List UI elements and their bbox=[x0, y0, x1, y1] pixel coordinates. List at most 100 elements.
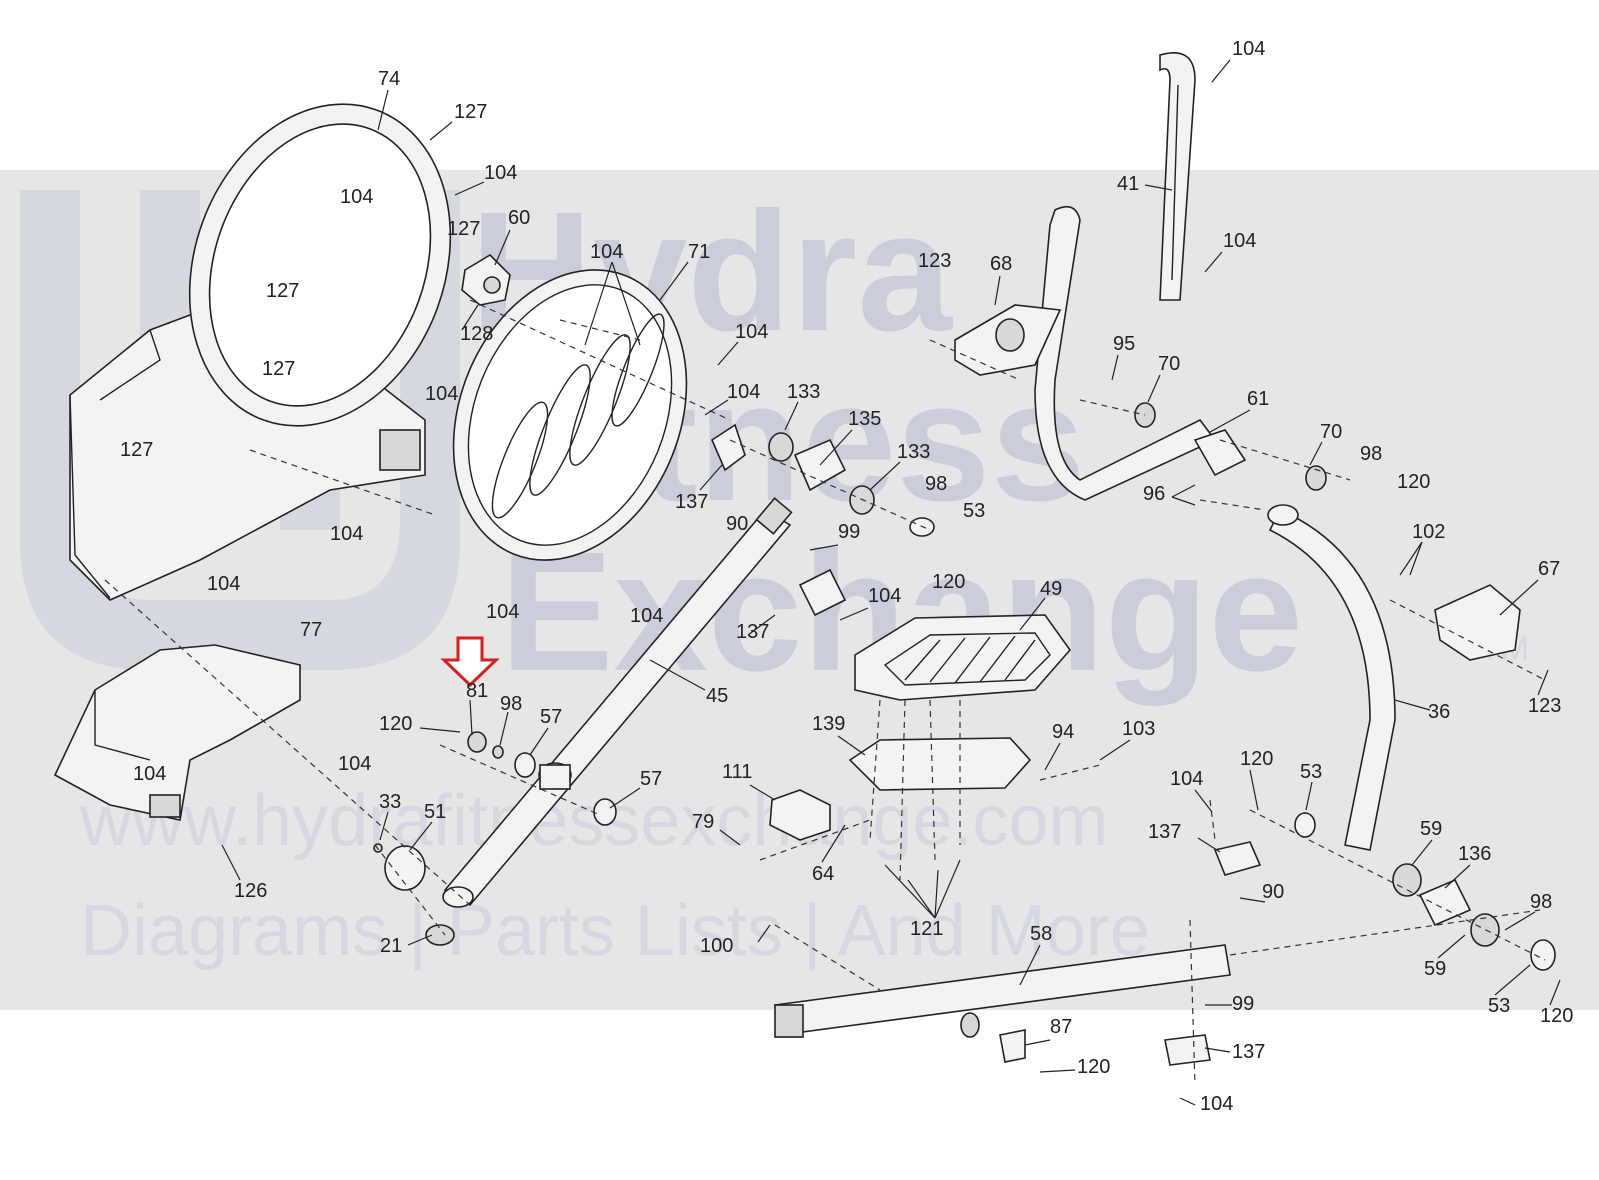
axle-hub bbox=[538, 762, 572, 790]
watermark-tagline: Diagrams | Parts Lists | And More bbox=[80, 891, 1150, 971]
pedal-arm-58 bbox=[774, 944, 1231, 1066]
label-104-d: 104 bbox=[590, 241, 623, 263]
watermark-url: www.hydrafitnessexchange.com bbox=[79, 781, 1109, 861]
label-127-e: 127 bbox=[120, 439, 153, 461]
side-cover bbox=[53, 644, 301, 821]
label-128: 128 bbox=[460, 323, 493, 345]
label-57-b: 57 bbox=[640, 768, 662, 790]
label-103: 103 bbox=[1122, 718, 1155, 740]
label-126: 126 bbox=[234, 880, 267, 902]
label-87: 87 bbox=[1050, 1016, 1072, 1038]
label-104-k: 104 bbox=[868, 585, 901, 607]
label-120-e: 120 bbox=[1540, 1005, 1573, 1027]
label-81: 81 bbox=[466, 680, 488, 702]
label-104-o: 104 bbox=[1223, 230, 1256, 252]
arm-61 bbox=[1034, 205, 1247, 501]
label-98-c: 98 bbox=[1360, 443, 1382, 465]
label-127-d: 127 bbox=[262, 358, 295, 380]
label-127-a: 127 bbox=[454, 101, 487, 123]
highlight-arrow bbox=[440, 636, 500, 688]
label-53-c: 53 bbox=[1488, 995, 1510, 1017]
label-104-q: 104 bbox=[1200, 1093, 1233, 1115]
label-104-l: 104 bbox=[133, 763, 166, 785]
label-59-b: 59 bbox=[1424, 958, 1446, 980]
label-127-c: 127 bbox=[266, 280, 299, 302]
label-121: 121 bbox=[910, 918, 943, 940]
bracket-68 bbox=[954, 304, 1062, 376]
pedal-49 bbox=[854, 614, 1072, 701]
label-137-c: 137 bbox=[1148, 821, 1181, 843]
label-98-d: 98 bbox=[1530, 891, 1552, 913]
label-71: 71 bbox=[688, 241, 710, 263]
label-70-b: 70 bbox=[1320, 421, 1342, 443]
label-123-b: 123 bbox=[1528, 695, 1561, 717]
handlebar-41 bbox=[1159, 52, 1196, 301]
label-68: 68 bbox=[990, 253, 1012, 275]
flywheel bbox=[452, 269, 688, 561]
label-104-j: 104 bbox=[630, 605, 663, 627]
label-98-a: 98 bbox=[925, 473, 947, 495]
label-95: 95 bbox=[1113, 333, 1135, 355]
assembly-lines bbox=[104, 299, 1546, 1086]
label-51: 51 bbox=[424, 801, 446, 823]
label-74: 74 bbox=[378, 68, 400, 90]
pedal-plate-139 bbox=[848, 737, 1032, 791]
frame-45 bbox=[442, 497, 793, 908]
label-104-n: 104 bbox=[1232, 38, 1265, 60]
label-57-a: 57 bbox=[540, 706, 562, 728]
label-99-b: 99 bbox=[1232, 993, 1254, 1015]
cover-67 bbox=[1434, 584, 1521, 661]
small-parts-left bbox=[373, 731, 617, 946]
label-111: 111 bbox=[722, 761, 752, 783]
label-136: 136 bbox=[1458, 843, 1491, 865]
label-41: 41 bbox=[1117, 173, 1139, 195]
label-104-g: 104 bbox=[330, 523, 363, 545]
arm-36 bbox=[1267, 504, 1396, 851]
label-133-a: 133 bbox=[787, 381, 820, 403]
label-45: 45 bbox=[706, 685, 728, 707]
label-137-a: 137 bbox=[675, 491, 708, 513]
label-104-e: 104 bbox=[735, 321, 768, 343]
part-labels: 74 127 104 104 127 60 127 127 104 127 12… bbox=[120, 38, 1573, 1115]
label-104-b: 104 bbox=[484, 162, 517, 184]
label-137-d: 137 bbox=[1232, 1041, 1265, 1063]
hub-hardware bbox=[710, 423, 935, 617]
label-53-b: 53 bbox=[1300, 761, 1322, 783]
label-59-a: 59 bbox=[1420, 818, 1442, 840]
label-90-b: 90 bbox=[1262, 881, 1284, 903]
label-104-i: 104 bbox=[486, 601, 519, 623]
label-33: 33 bbox=[379, 791, 401, 813]
label-120-a: 120 bbox=[932, 571, 965, 593]
label-96: 96 bbox=[1143, 483, 1165, 505]
leader-lines bbox=[221, 59, 1561, 1106]
label-53-a: 53 bbox=[963, 500, 985, 522]
label-104-p: 104 bbox=[1170, 768, 1203, 790]
label-70-a: 70 bbox=[1158, 353, 1180, 375]
pulley-60 bbox=[461, 253, 511, 306]
shroud-ring bbox=[188, 103, 452, 427]
label-21: 21 bbox=[380, 935, 402, 957]
label-98-b: 98 bbox=[500, 693, 522, 715]
right-hardware bbox=[1134, 402, 1556, 971]
label-104-c: 104 bbox=[425, 383, 458, 405]
label-90-a: 90 bbox=[726, 513, 748, 535]
label-61: 61 bbox=[1247, 388, 1269, 410]
label-120-d: 120 bbox=[1240, 748, 1273, 770]
label-139: 139 bbox=[812, 713, 845, 735]
label-60: 60 bbox=[508, 207, 530, 229]
label-94: 94 bbox=[1052, 721, 1074, 743]
label-64: 64 bbox=[812, 863, 834, 885]
label-102: 102 bbox=[1412, 521, 1445, 543]
label-104-a: 104 bbox=[340, 186, 373, 208]
pedal-bracket-111 bbox=[769, 789, 831, 841]
label-120-b: 120 bbox=[379, 713, 412, 735]
label-100: 100 bbox=[700, 935, 733, 957]
label-67: 67 bbox=[1538, 558, 1560, 580]
label-133-b: 133 bbox=[897, 441, 930, 463]
label-36: 36 bbox=[1428, 701, 1450, 723]
label-77: 77 bbox=[300, 619, 322, 641]
label-127-b: 127 bbox=[447, 218, 480, 240]
label-79: 79 bbox=[692, 811, 714, 833]
label-58: 58 bbox=[1030, 923, 1052, 945]
label-120-c: 120 bbox=[1397, 471, 1430, 493]
